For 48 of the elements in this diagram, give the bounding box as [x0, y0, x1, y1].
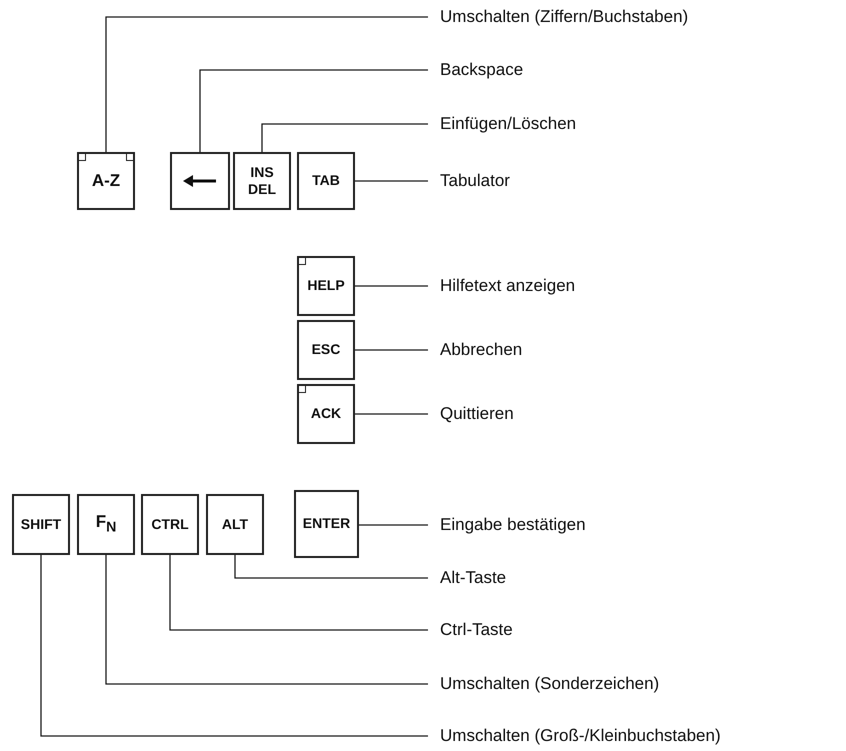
description-label: Abbrechen	[428, 340, 522, 360]
leader-line	[169, 555, 428, 631]
key-label: ACK	[310, 405, 342, 423]
leader-line	[355, 413, 428, 415]
leader-line	[40, 555, 428, 737]
leader-line	[355, 285, 428, 287]
description-label: Umschalten (Ziffern/Buchstaben)	[428, 7, 688, 27]
description-label: Tabulator	[428, 171, 510, 191]
key-label: TAB	[312, 172, 340, 190]
leader-line	[359, 524, 428, 526]
key-label: A-Z	[92, 170, 120, 192]
description-label: Umschalten (Groß-/Kleinbuchstaben)	[428, 726, 721, 746]
leader-line	[105, 555, 428, 685]
key-box	[77, 152, 135, 210]
leader-line	[199, 69, 428, 152]
description-label: Ctrl-Taste	[428, 620, 513, 640]
key-label: INS	[250, 164, 274, 181]
key-box	[297, 384, 355, 444]
key-box	[297, 256, 355, 316]
key-box	[233, 152, 291, 210]
key-box	[12, 494, 70, 555]
key-label: DEL	[248, 181, 276, 198]
leader-line	[261, 123, 428, 152]
key-label: CTRL	[151, 516, 189, 534]
leader-line	[234, 555, 428, 579]
key-box	[206, 494, 264, 555]
description-label: Alt-Taste	[428, 568, 506, 588]
key-label: HELP	[307, 277, 345, 295]
description-label: Hilfetext anzeigen	[428, 276, 576, 296]
description-label: Einfügen/Löschen	[428, 114, 576, 134]
description-label: Umschalten (Sonderzeichen)	[428, 674, 660, 694]
key-box	[170, 152, 230, 210]
key-box	[294, 490, 359, 558]
key-label: SHIFT	[20, 516, 62, 534]
key-box	[77, 494, 135, 555]
description-label: Eingabe bestätigen	[428, 515, 586, 535]
leader-line	[355, 180, 428, 182]
leader-line	[355, 349, 428, 351]
key-label: ESC	[312, 341, 340, 359]
key-box	[297, 320, 355, 380]
key-label: ALT	[222, 516, 248, 534]
description-label: Backspace	[428, 60, 524, 80]
description-label: Quittieren	[428, 404, 514, 424]
key-box	[141, 494, 199, 555]
key-box	[297, 152, 355, 210]
key-label: F$_{N}$	[96, 511, 116, 538]
leader-line	[105, 16, 428, 152]
key-label: ENTER	[302, 515, 350, 533]
